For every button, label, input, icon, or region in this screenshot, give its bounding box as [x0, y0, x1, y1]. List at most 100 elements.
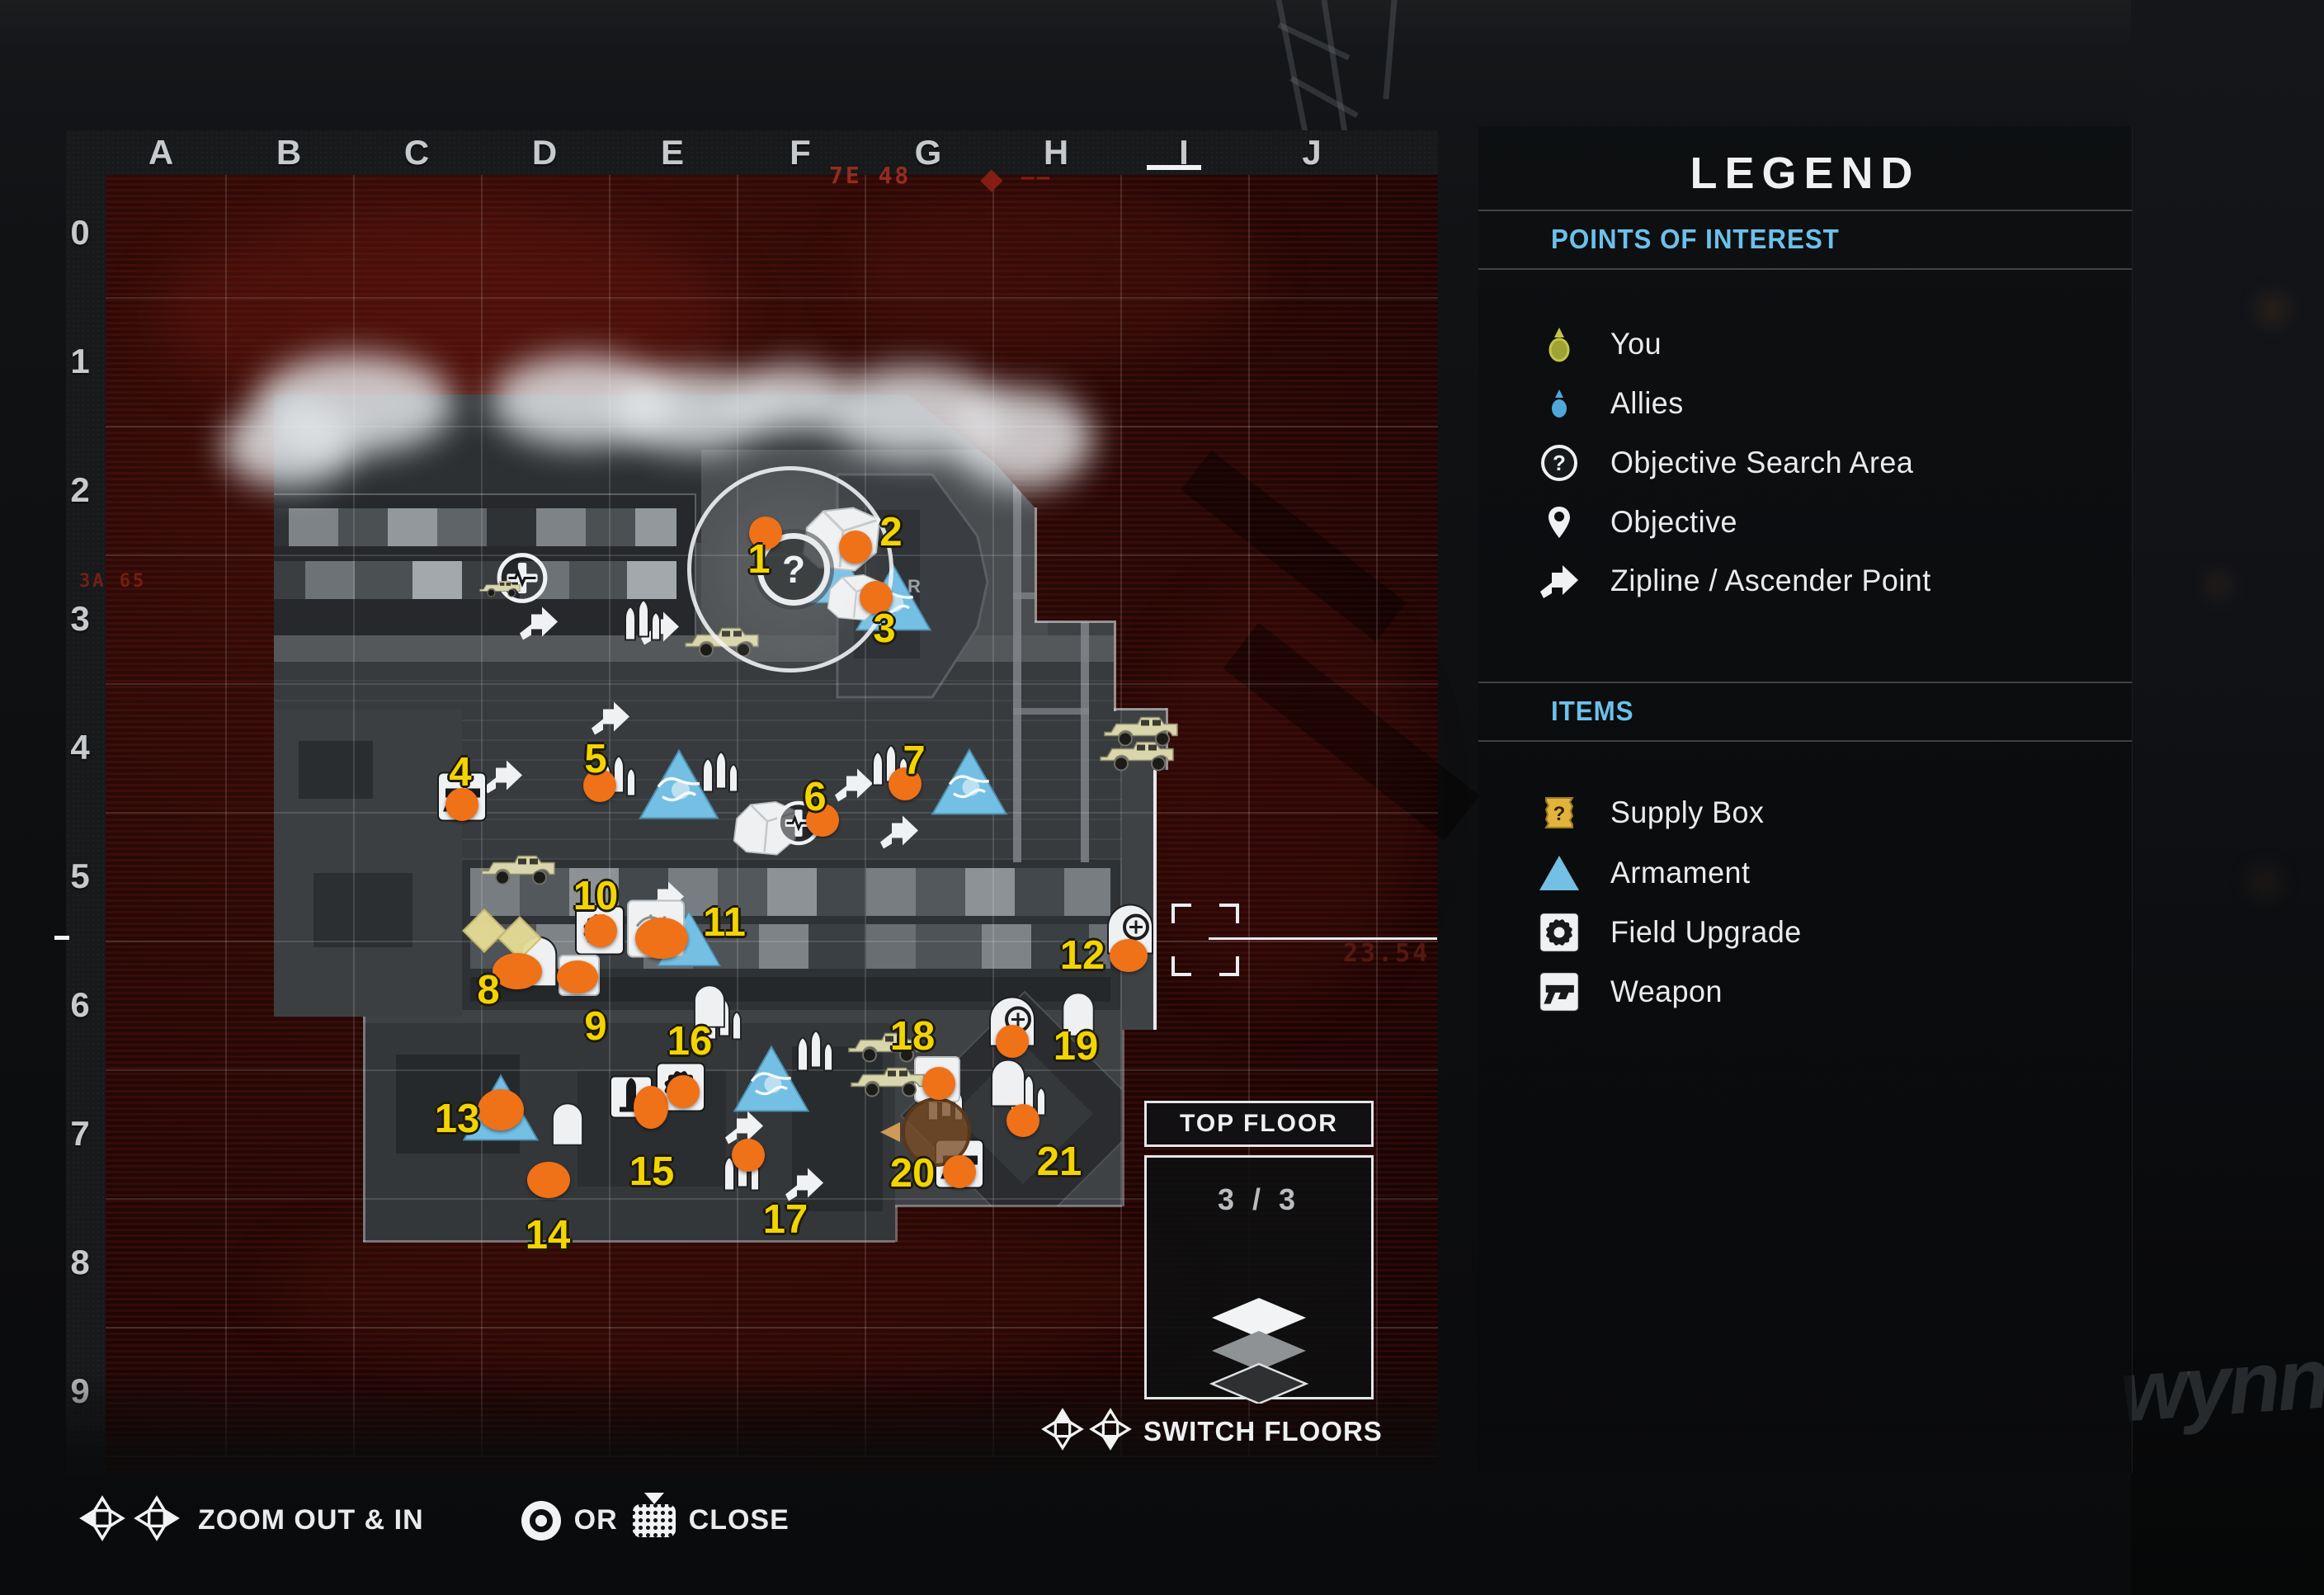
circle-button-icon[interactable]	[521, 1500, 561, 1541]
map-number-11: 11	[703, 900, 746, 945]
weapon-icon	[1528, 961, 1591, 1022]
map-objective-dot	[667, 1075, 700, 1108]
supply-box-icon: ?	[1528, 782, 1591, 843]
map-number-10: 10	[573, 874, 619, 918]
map-door-icon	[1060, 992, 1097, 1042]
legend-item-weapon: Weapon	[1478, 961, 2132, 1022]
map-objective-dot	[943, 1155, 976, 1188]
you-pin-icon	[1528, 314, 1591, 375]
map-armament-icon	[733, 1044, 811, 1119]
touchpad-button-icon[interactable]	[632, 1503, 676, 1537]
map-objective-dot	[749, 517, 782, 550]
legend-section-poi-title: POINTS OF INTEREST	[1551, 224, 1840, 254]
floor-indicator-box[interactable]: 3 / 3	[1144, 1155, 1374, 1404]
field-upgrade-icon	[1528, 902, 1591, 963]
map-vehicle-icon	[479, 577, 523, 602]
map-objective-dot	[493, 953, 542, 989]
map-number-14: 14	[525, 1213, 571, 1258]
switch-floors-label: SWITCH FLOORS	[1143, 1415, 1383, 1446]
map-door-icon	[691, 984, 727, 1033]
objective-pin-icon	[1528, 492, 1591, 553]
map-vehicle-icon	[480, 848, 559, 890]
map-diamond-icon	[462, 908, 507, 953]
legend-panel: LEGEND POINTS OF INTEREST You Allies ? O…	[1478, 126, 2133, 1473]
map-number-12: 12	[1059, 933, 1105, 978]
legend-item-label: Allies	[1610, 386, 1684, 420]
map-objective-dot	[583, 769, 616, 802]
background-scene	[2131, 0, 2324, 1595]
map-number-1: 1	[747, 537, 771, 582]
armament-icon	[1528, 842, 1591, 904]
legend-item-armament: Armament	[1478, 842, 2132, 904]
legend-item-label: Supply Box	[1610, 795, 1765, 829]
svg-text:R: R	[907, 576, 921, 597]
map-objective-dot	[839, 531, 872, 564]
floor-title: TOP FLOOR	[1144, 1101, 1374, 1147]
map-objective-dot	[806, 804, 839, 837]
map-number-7: 7	[903, 739, 926, 783]
map-ammo-icon	[698, 751, 741, 801]
or-label: OR	[573, 1504, 618, 1536]
switch-floors-control[interactable]: SWITCH FLOORS	[1041, 1408, 1383, 1455]
map-objective-dot	[527, 1162, 570, 1198]
map-number-17: 17	[762, 1197, 808, 1242]
divider	[1478, 682, 2132, 683]
legend-item-allies: Allies	[1478, 373, 2132, 434]
floor-title-label: TOP FLOOR	[1180, 1110, 1338, 1137]
divider	[1478, 740, 2132, 742]
city-light	[2260, 297, 2285, 322]
background-sign-text: wynn	[2117, 1330, 2324, 1441]
map-vehicle-icon	[1099, 734, 1178, 776]
grid-row-strip	[66, 130, 106, 1474]
dpad-right-icon[interactable]	[134, 1495, 180, 1545]
legend-item-label: Objective	[1610, 505, 1737, 539]
zipline-arrow-icon	[1528, 550, 1591, 611]
map-number-20: 20	[889, 1151, 936, 1196]
map-objective-dot	[635, 918, 688, 959]
divider	[1478, 268, 2132, 270]
map-armament-icon	[638, 748, 720, 826]
city-light	[2208, 574, 2229, 596]
legend-item-field-upgrade: Field Upgrade	[1478, 902, 2132, 963]
map-objective-dot	[860, 581, 893, 614]
bottom-controls: ZOOM OUT & IN OR CLOSE	[79, 1495, 790, 1545]
close-button-label[interactable]: CLOSE	[688, 1504, 790, 1536]
map-objective-dot	[889, 767, 922, 800]
objective-search-icon: ?	[1528, 432, 1591, 493]
legend-item-supply-box: ? Supply Box	[1478, 782, 2132, 843]
floor-count: 3 / 3	[1217, 1182, 1301, 1216]
map-number-4: 4	[449, 750, 472, 795]
legend-item-label: Zipline / Ascender Point	[1610, 564, 1931, 597]
map-vehicle-icon	[1103, 710, 1182, 752]
zoom-control-label: ZOOM OUT & IN	[198, 1504, 424, 1536]
legend-item-label: Field Upgrade	[1610, 915, 1802, 949]
legend-item-zipline-ascender-point: Zipline / Ascender Point	[1478, 550, 2132, 611]
map-ammobox-icon	[608, 1074, 654, 1125]
map-vehicle-icon	[847, 1026, 926, 1068]
map-armament-icon	[931, 747, 1009, 822]
map-number-16: 16	[667, 1019, 713, 1064]
map-zipline-icon	[832, 766, 876, 808]
map-zipline-icon	[782, 1165, 827, 1207]
divider	[1478, 210, 2132, 211]
map-objective-dot	[445, 788, 478, 821]
map-objective-dot	[634, 1086, 668, 1129]
map-number-19: 19	[1053, 1024, 1099, 1069]
map-zipline-icon	[877, 813, 922, 855]
map-objective-dot	[996, 1025, 1029, 1058]
legend-item-label: Objective Search Area	[1610, 446, 1914, 479]
map-ammo-icon	[793, 1030, 836, 1080]
dpad-left-icon[interactable]	[79, 1495, 125, 1545]
map-number-5: 5	[584, 737, 607, 781]
legend-section-items-title: ITEMS	[1551, 696, 1634, 726]
map-objective-dot	[922, 1067, 955, 1100]
grid-column-strip	[66, 130, 1438, 175]
map-vehicle-icon	[850, 1060, 929, 1102]
map-objective-dot	[1110, 939, 1148, 972]
map-diamond-icon	[497, 916, 542, 960]
map-objective-dot	[478, 1089, 524, 1130]
legend-item-label: Weapon	[1610, 974, 1723, 1008]
map-number-9: 9	[584, 1004, 607, 1049]
